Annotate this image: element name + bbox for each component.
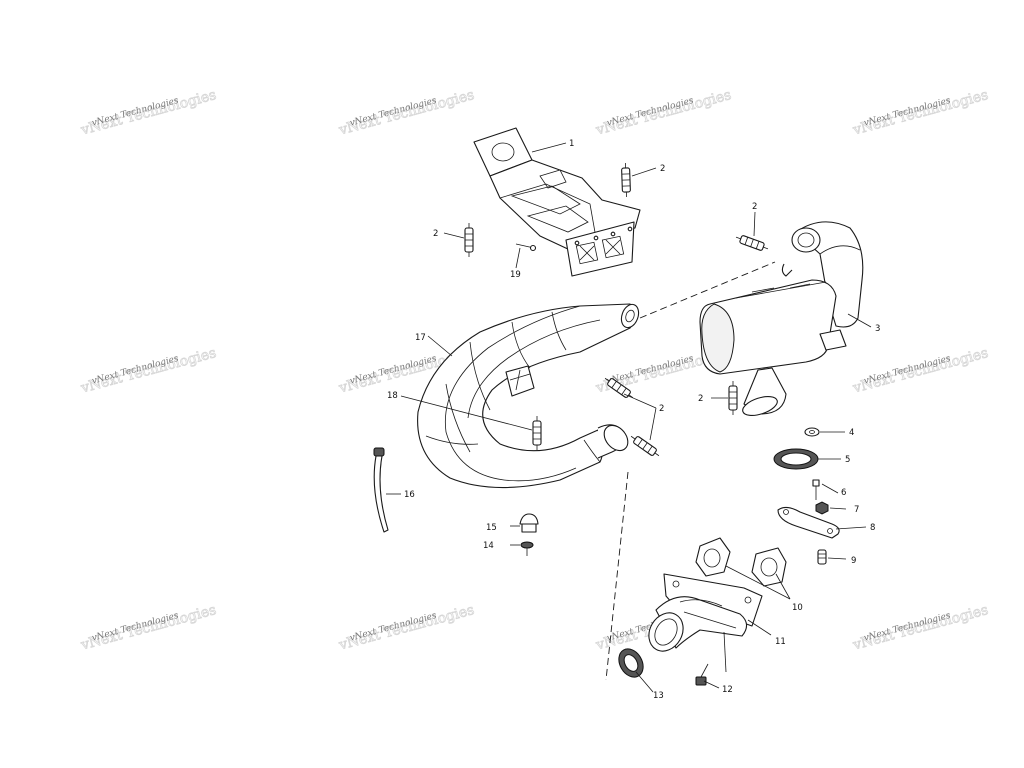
callout-11: 11 bbox=[775, 637, 786, 647]
callout-6: 6 bbox=[841, 488, 846, 498]
callout-5: 5 bbox=[845, 455, 850, 465]
callout-1: 1 bbox=[569, 139, 574, 149]
callout-4: 4 bbox=[849, 428, 854, 438]
seal-ring-part bbox=[618, 648, 644, 678]
strap-part bbox=[373, 447, 389, 533]
strap-bracket-part bbox=[777, 506, 840, 539]
spring-part bbox=[735, 235, 769, 251]
pin-part bbox=[515, 243, 537, 252]
callout-2: 2 bbox=[659, 404, 664, 414]
callout-2: 2 bbox=[433, 229, 438, 239]
callout-18: 18 bbox=[387, 391, 398, 401]
callout-2: 2 bbox=[698, 394, 703, 404]
callout-15: 15 bbox=[486, 523, 497, 533]
spring-part bbox=[464, 223, 474, 257]
callout-13: 13 bbox=[653, 691, 664, 701]
callout-7: 7 bbox=[854, 505, 859, 515]
callout-labels: 1 2 2 2 2 2 3 4 5 6 7 8 9 10 11 12 13 14… bbox=[387, 139, 880, 701]
spring-part bbox=[728, 381, 738, 415]
rubber-mount-part bbox=[519, 513, 539, 533]
watermark: vNext Technologies vNext Technologies bbox=[78, 87, 218, 140]
spring-part bbox=[630, 435, 660, 457]
gasket-ring-part bbox=[773, 448, 819, 470]
watermark: vNext Technologies vNext Technologies bbox=[336, 602, 476, 655]
muffler-part bbox=[699, 221, 864, 416]
watermark: vNext Technologies vNext Technologies bbox=[593, 87, 733, 140]
expansion-pipe-part bbox=[417, 303, 640, 489]
watermark: vNext Technologies vNext Technologies bbox=[850, 602, 990, 655]
leader-lines bbox=[386, 142, 872, 693]
watermark: vNext Technologies vNext Technologies bbox=[78, 345, 218, 398]
exhaust-manifold-part bbox=[648, 573, 763, 673]
callout-19: 19 bbox=[510, 270, 521, 280]
washer-part bbox=[804, 427, 820, 437]
assembly-line-pipe-to-muffler bbox=[639, 261, 776, 319]
mounting-bracket-part bbox=[473, 127, 641, 277]
callout-2: 2 bbox=[752, 202, 757, 212]
manifold-gasket-part bbox=[695, 537, 731, 577]
watermark: vNext Technologies vNext Technologies bbox=[78, 602, 218, 655]
washer-part bbox=[520, 541, 534, 556]
callout-17: 17 bbox=[415, 333, 426, 343]
nut-part bbox=[815, 501, 829, 515]
watermark: vNext Technologies vNext Technologies bbox=[850, 345, 990, 398]
spring-part bbox=[621, 162, 631, 198]
assembly-lines bbox=[605, 261, 776, 681]
bolt-part bbox=[695, 663, 709, 686]
watermark: vNext Technologies vNext Technologies bbox=[336, 87, 476, 140]
stud-part bbox=[817, 549, 827, 565]
callout-3: 3 bbox=[875, 324, 880, 334]
callout-2: 2 bbox=[660, 164, 665, 174]
callout-8: 8 bbox=[870, 523, 875, 533]
callout-9: 9 bbox=[851, 556, 856, 566]
callout-12: 12 bbox=[722, 685, 733, 695]
watermark: vNext Technologies vNext Technologies bbox=[850, 87, 990, 140]
assembly-line-pipe-to-manifold bbox=[605, 471, 629, 681]
callout-16: 16 bbox=[404, 490, 415, 500]
bolt-part bbox=[812, 479, 820, 500]
spring-part bbox=[532, 416, 542, 450]
callout-10: 10 bbox=[792, 603, 803, 613]
manifold-gasket-part bbox=[751, 547, 787, 587]
callout-14: 14 bbox=[483, 541, 494, 551]
